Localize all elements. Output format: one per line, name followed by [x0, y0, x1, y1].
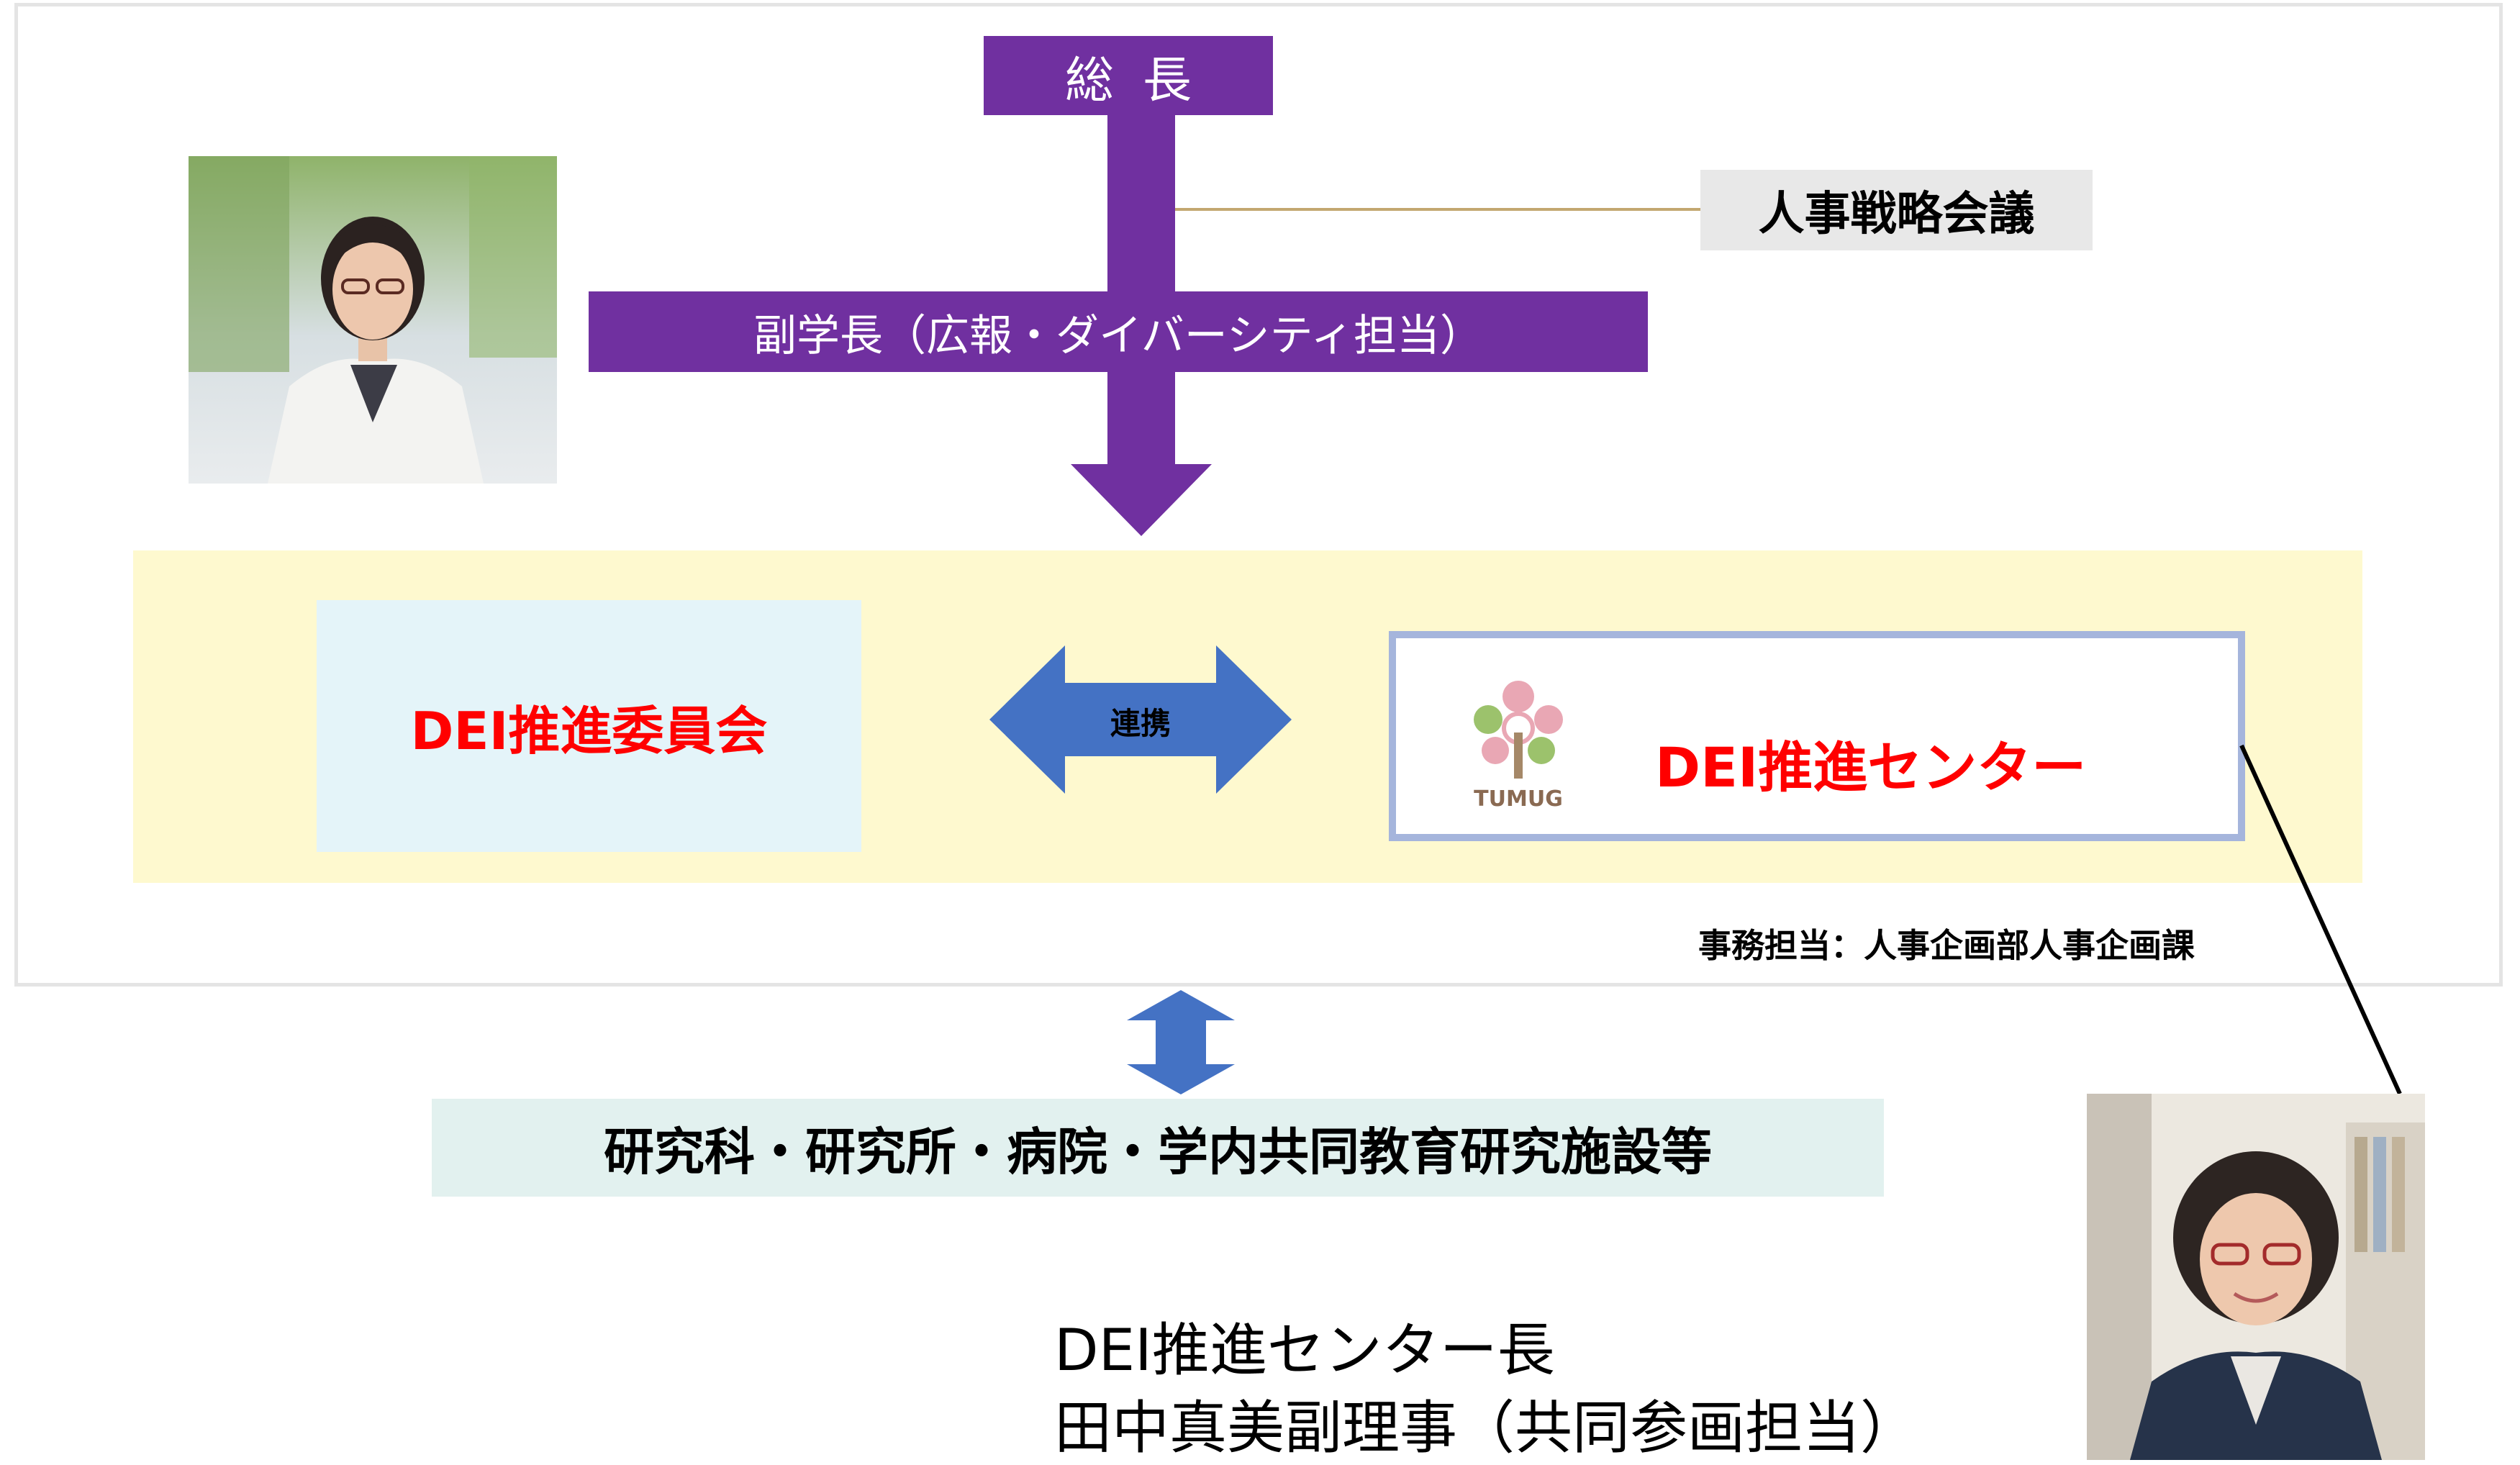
cooperation-double-arrow — [989, 645, 1292, 794]
dei-committee-box: DEI推進委員会 — [317, 600, 861, 852]
tumug-logo-text: TUMUG — [1474, 786, 1563, 812]
president-box: 総長 — [984, 36, 1273, 115]
down-arrow-head — [1071, 464, 1212, 536]
director-name: 田中真美副理事（共同参画担当） — [1054, 1394, 1918, 1461]
vice-president-photo — [189, 156, 557, 484]
director-title: DEI推進センター長 — [1054, 1317, 1555, 1384]
org-frame — [14, 3, 2503, 987]
faculties-box: 研究科・研究所・病院・学内共同教育研究施設等 — [432, 1099, 1884, 1197]
vertical-double-arrow — [1127, 990, 1235, 1094]
dei-center-label: DEI推進センター — [1655, 735, 2087, 799]
hr-council-connector — [1175, 208, 1700, 211]
director-photo — [2087, 1094, 2425, 1460]
down-arrow-stem — [1107, 372, 1175, 464]
tumug-logo: TUMUG — [1474, 681, 1563, 812]
hierarchy-connector — [1107, 115, 1175, 291]
vice-president-box: 副学長（広報・ダイバーシティ担当） — [589, 291, 1648, 372]
admin-office-label: 事務担当：人事企画部人事企画課 — [1698, 926, 2195, 965]
cooperation-label: 連携 — [1110, 706, 1171, 741]
hr-council-box: 人事戦略会議 — [1700, 170, 2093, 250]
